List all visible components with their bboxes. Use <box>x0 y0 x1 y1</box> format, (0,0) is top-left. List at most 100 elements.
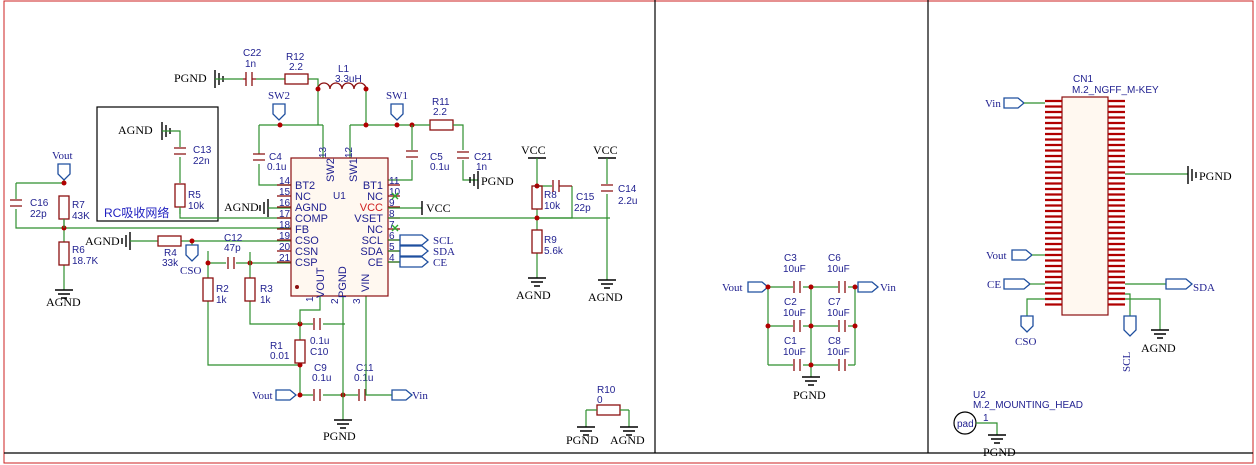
port-sw2[interactable]: SW2 <box>268 90 290 121</box>
u1-pin-13-name: SW2 <box>325 158 337 182</box>
r1-ref: R1 <box>270 341 283 352</box>
agnd-symbol-r6: AGND <box>46 289 81 309</box>
u2-pad-label: pad <box>957 419 974 430</box>
capacitor-c3[interactable]: C3 10uF <box>783 253 806 293</box>
agnd-symbol-pin16: AGND <box>224 199 269 217</box>
resistor-r11[interactable]: R11 2.2 <box>429 97 454 131</box>
u1-pin-18-name: FB <box>295 224 309 236</box>
resistor-r9[interactable]: R9 5.6k <box>531 229 564 257</box>
capacitor-c10[interactable]: C10 0.1u <box>310 318 329 358</box>
agnd-label-cn1: AGND <box>1141 341 1176 355</box>
resistor-r10[interactable]: R10 0 <box>596 385 621 416</box>
capacitor-c4[interactable]: C4 0.1u <box>253 152 286 173</box>
capacitor-c14[interactable]: C14 2.2u <box>601 184 637 207</box>
u1-pin-1: VOUT 1 <box>305 267 327 302</box>
sheet-border <box>3 0 1254 464</box>
u1-pin-1-num: 1 <box>305 296 316 302</box>
capacitor-c9[interactable]: C9 0.1u <box>312 363 331 401</box>
capacitor-c2[interactable]: C2 10uF <box>783 297 806 332</box>
agnd-symbol-r9: AGND <box>516 277 551 302</box>
ce-port-label-cn1: CE <box>987 279 1001 291</box>
c11-value: 0.1u <box>354 373 373 384</box>
resistor-r7[interactable]: R7 43K <box>58 195 90 222</box>
capacitor-c12[interactable]: C12 47p <box>224 233 243 269</box>
c13-value: 22n <box>193 156 210 167</box>
capacitor-c1[interactable]: C1 10uF <box>783 336 806 371</box>
r6-value: 18.7K <box>72 256 98 267</box>
port-ce-cn1[interactable]: CE <box>987 278 1032 291</box>
port-vin-mid[interactable]: Vin <box>857 281 896 294</box>
capacitor-c7[interactable]: C7 10uF <box>827 297 850 332</box>
r11-ref: R11 <box>432 97 450 108</box>
agnd-symbol-r10: AGND <box>610 426 645 447</box>
pgnd-label-top: PGND <box>174 71 207 85</box>
resistor-r4[interactable]: R4 33k <box>157 235 182 269</box>
resistor-r1[interactable]: R1 0.01 <box>270 339 306 364</box>
resistor-r8[interactable]: R8 10k <box>531 185 561 212</box>
capacitor-c22[interactable]: C22 1n <box>243 48 262 86</box>
pgnd-symbol-u2: PGND <box>983 434 1016 459</box>
agnd-label-r6: AGND <box>46 295 81 309</box>
u1-pin-2: PGND 2 <box>330 266 349 304</box>
c14-value: 2.2u <box>618 196 637 207</box>
port-sda-u1[interactable]: SDA <box>399 245 455 258</box>
u1-ref: U1 <box>333 191 346 202</box>
u1-pin-19-num: 19 <box>279 231 291 242</box>
port-ce-u1[interactable]: CE <box>399 256 447 269</box>
capacitor-c16[interactable]: C16 22p <box>10 198 49 220</box>
c4-value: 0.1u <box>267 162 286 173</box>
port-vout-left[interactable]: Vout <box>52 150 73 181</box>
u1-pin-8-num: 8 <box>389 209 395 220</box>
port-cso-left[interactable]: CSO <box>180 244 201 277</box>
mounting-head-u2[interactable]: pad U2 M.2_MOUNTING_HEAD 1 <box>953 390 1083 435</box>
port-vout-mid[interactable]: Vout <box>722 281 770 294</box>
resistor-r3[interactable]: R3 1k <box>244 277 273 306</box>
port-vout-bottom[interactable]: Vout <box>252 389 298 402</box>
port-scl-cn1[interactable]: SCL <box>1121 315 1137 372</box>
ic-u1[interactable]: U1 <box>290 157 389 297</box>
scl-port-label-cn1: SCL <box>1121 352 1133 372</box>
pgnd-symbol-bottom: PGND <box>323 419 356 443</box>
port-sw1[interactable]: SW1 <box>386 90 408 121</box>
cn1-pin-array <box>1045 99 1125 306</box>
c2-value: 10uF <box>783 308 806 319</box>
r6-ref: R6 <box>72 245 85 256</box>
u1-pin-15-name: NC <box>295 191 311 203</box>
r10-value: 0 <box>597 395 603 406</box>
u1-pin-3-name: VIN <box>360 274 372 292</box>
capacitor-c6[interactable]: C6 10uF <box>827 253 850 293</box>
c8-ref: C8 <box>828 336 841 347</box>
inductor-l1[interactable]: L1 3.3uH <box>317 64 367 90</box>
c3-ref: C3 <box>784 253 797 264</box>
resistor-r6[interactable]: R6 18.7K <box>58 241 98 267</box>
vout-port-label-cn1: Vout <box>986 250 1007 262</box>
agnd-label-r9: AGND <box>516 288 551 302</box>
r9-value: 5.6k <box>544 246 564 257</box>
port-cso-cn1[interactable]: CSO <box>1015 315 1036 348</box>
resistor-r2[interactable]: R2 1k <box>202 277 229 306</box>
capacitor-c11[interactable]: C11 0.1u <box>354 363 374 401</box>
pgnd-label-mid: PGND <box>793 388 826 402</box>
agnd-label-r10: AGND <box>610 433 645 447</box>
capacitor-c5[interactable]: C5 0.1u <box>406 150 449 173</box>
r10-ref: R10 <box>597 385 616 396</box>
u1-pin-14-name: BT2 <box>295 180 315 192</box>
port-vin-cn1[interactable]: Vin <box>985 97 1026 110</box>
connector-cn1[interactable]: CN1 M.2_NGFF_M-KEY <box>1061 74 1159 316</box>
u2-ref: U2 <box>973 390 986 401</box>
capacitor-c13[interactable]: C13 22n <box>174 145 212 167</box>
port-sda-cn1[interactable]: SDA <box>1165 278 1215 294</box>
resistor-r12[interactable]: R12 2.2 <box>284 52 309 85</box>
agnd-label-r4: AGND <box>85 234 120 248</box>
port-scl-u1[interactable]: SCL <box>399 234 453 247</box>
capacitor-c21[interactable]: C21 1n <box>457 151 493 173</box>
c6-ref: C6 <box>828 253 841 264</box>
port-vout-cn1[interactable]: Vout <box>986 249 1034 262</box>
capacitor-c8[interactable]: C8 10uF <box>827 336 850 371</box>
port-vin-bottom[interactable]: Vin <box>391 389 428 402</box>
capacitor-c15[interactable]: C15 22p <box>552 180 595 214</box>
